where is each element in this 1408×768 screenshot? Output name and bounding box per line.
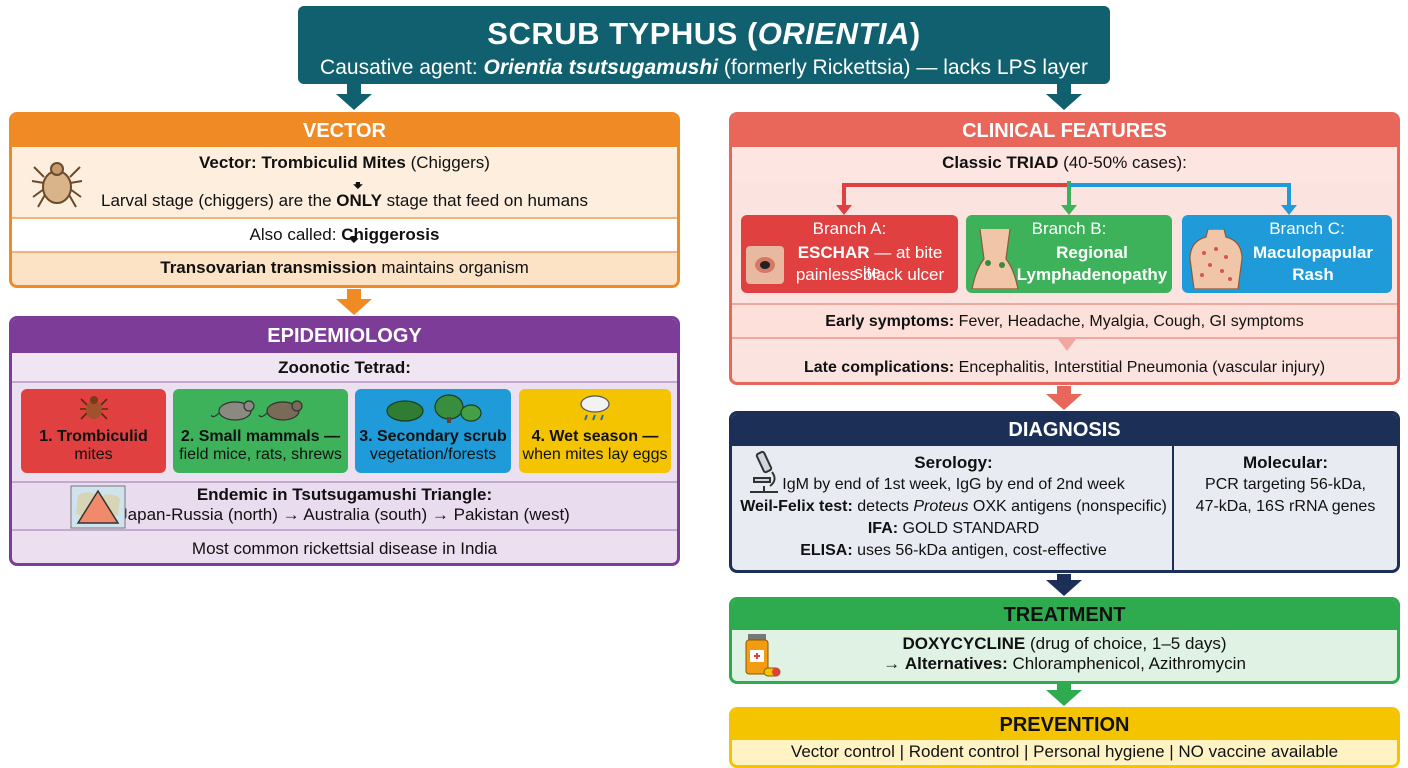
triangle-detail: Japan-Russia (north) → Australia (south)… <box>119 505 570 524</box>
trees-icon <box>386 394 482 423</box>
arrow-diagnosis-to-treatment <box>1044 574 1084 596</box>
epidemiology-footer: Most common rickettsial disease in India <box>191 539 498 558</box>
neck-lymph-node-icon <box>971 229 1019 289</box>
triangle-title: Endemic in Tsutsugamushi Triangle: <box>196 485 493 504</box>
title-banner: SCRUB TYPHUS (ORIENTIA) Causative agent:… <box>298 6 1110 84</box>
epidemiology-panel: EPIDEMIOLOGY Zoonotic Tetrad: 1. Trombic… <box>9 316 680 566</box>
epidemiology-header: EPIDEMIOLOGY <box>12 319 677 353</box>
vector-line-3: Also called: Chiggerosis 🠻 <box>12 219 677 253</box>
tetrad-card-wet-season: 4. Wet season — when mites lay eggs <box>519 389 671 473</box>
molecular-title: Molecular: <box>1242 453 1329 472</box>
treatment-panel: TREATMENT DOXYCYCLINE (drug of choice, 1… <box>729 597 1400 684</box>
serology-title: Serology: <box>914 453 993 472</box>
microscope-icon <box>750 450 778 493</box>
mite-icon <box>79 396 108 420</box>
prevention-header: PREVENTION <box>732 710 1397 740</box>
arrow-vector-to-epidemiology <box>334 289 374 315</box>
branch-a-eschar: Branch A: ESCHAR — at bite site, painles… <box>741 215 958 293</box>
branch-b-lymphadenopathy: Branch B: Regional Lymphadenopathy <box>966 215 1172 293</box>
triad-branch-arrows <box>836 181 1297 215</box>
vector-line-2: Larval stage (chiggers) are the ONLY sta… <box>100 191 588 210</box>
tetrad-card-scrub: 3. Secondary scrub vegetation/forests <box>355 389 511 473</box>
treatment-header: TREATMENT <box>732 600 1397 630</box>
arrow-down-icon <box>1058 339 1076 351</box>
rodent-icon <box>209 400 303 421</box>
prevention-panel: PREVENTION Vector control | Rodent contr… <box>729 707 1400 768</box>
arrow-down-icon: 🠻 <box>349 232 359 249</box>
prevention-line: Vector control | Rodent control | Person… <box>790 742 1339 761</box>
elisa: ELISA: uses 56-kDa antigen, cost-effecti… <box>800 542 1107 559</box>
triad-title: Classic TRIAD (40-50% cases): <box>732 147 1397 181</box>
rash-torso-icon <box>1189 229 1243 289</box>
serology-igm-igg: IgM by end of 1st week, IgG by end of 2n… <box>782 476 1125 493</box>
ifa: IFA: GOLD STANDARD <box>867 520 1040 537</box>
eschar-icon <box>746 246 784 284</box>
page-title: SCRUB TYPHUS (ORIENTIA) <box>487 16 921 51</box>
diagnosis-header: DIAGNOSIS <box>732 414 1397 446</box>
diagnosis-panel: DIAGNOSIS Serology: IgM by end of 1st we… <box>729 411 1400 573</box>
arrow-down-icon: 🠻 <box>353 178 363 195</box>
arrow-title-to-vector <box>334 84 374 110</box>
treatment-line-1: DOXYCYCLINE (drug of choice, 1–5 days) <box>902 634 1227 653</box>
arrow-title-to-clinical <box>1044 84 1084 110</box>
medicine-bottle-icon <box>745 634 781 677</box>
clinical-features-panel: CLINICAL FEATURES Classic TRIAD (40-50% … <box>729 112 1400 385</box>
triangle-row: Endemic in Tsutsugamushi Triangle: Japan… <box>12 481 677 531</box>
late-complications: Late complications: Encephalitis, Inters… <box>803 359 1326 376</box>
molecular-line-2: 47-kDa, 16S rRNA genes <box>1195 498 1376 515</box>
tetrad-card-mites: 1. Trombiculid mites <box>21 389 166 473</box>
rain-cloud-icon <box>580 395 610 421</box>
map-triangle-icon <box>70 485 126 529</box>
vector-row-main: Vector: Trombiculid Mites (Chiggers) 🠻 L… <box>12 147 677 219</box>
clinical-header: CLINICAL FEATURES <box>732 115 1397 147</box>
tetrad-title: Zoonotic Tetrad: <box>12 353 677 383</box>
treatment-line-2: → Alternatives: Chloramphenicol, Azithro… <box>883 654 1246 673</box>
vector-line-1: Vector: Trombiculid Mites (Chiggers) <box>199 153 490 172</box>
vector-header: VECTOR <box>12 115 677 147</box>
arrow-clinical-to-diagnosis <box>1044 386 1084 410</box>
vector-panel: VECTOR Vector: Trombiculid Mites (Chigge… <box>9 112 680 288</box>
early-symptoms: Early symptoms: Fever, Headache, Myalgia… <box>732 303 1397 339</box>
page-subtitle: Causative agent: Orientia tsutsugamushi … <box>320 56 1088 79</box>
mite-icon <box>31 162 83 208</box>
molecular-line-1: PCR targeting 56-kDa, <box>1205 476 1366 493</box>
branch-c-rash: Branch C: Maculopapular Rash <box>1182 215 1392 293</box>
vector-line-4: Transovarian transmission maintains orga… <box>12 253 677 285</box>
molecular-section: Molecular: PCR targeting 56-kDa, 47-kDa,… <box>1174 446 1397 518</box>
weil-felix: Weil-Felix test: detects Proteus OXK ant… <box>740 498 1167 515</box>
diagnosis-divider <box>1172 446 1174 570</box>
tetrad-card-mammals: 2. Small mammals — field mice, rats, shr… <box>173 389 348 473</box>
arrow-treatment-to-prevention <box>1044 684 1084 706</box>
serology-section: Serology: IgM by end of 1st week, IgG by… <box>732 446 1175 562</box>
